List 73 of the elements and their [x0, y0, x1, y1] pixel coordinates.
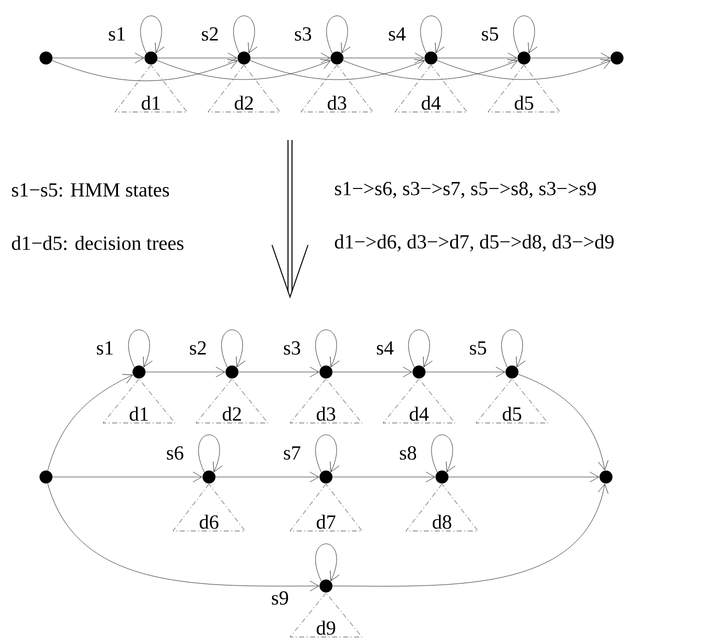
tree-label: d8 [432, 514, 452, 529]
arrow [146, 366, 226, 378]
self-loop-arrow [420, 16, 444, 54]
tree-label: d1 [142, 96, 160, 110]
state-label: s4 [376, 341, 394, 355]
self-loop-arrow [128, 330, 152, 368]
self-loop-arrow [221, 330, 246, 368]
arrow [438, 52, 518, 64]
curved-arrow [157, 59, 331, 80]
state-label: s6 [166, 446, 184, 460]
arrow [52, 52, 144, 64]
tree-label: d2 [234, 96, 253, 110]
tree-label: d3 [316, 406, 336, 421]
tree-label: d4 [422, 96, 441, 110]
arrow [216, 472, 320, 482]
curved-arrow [250, 59, 425, 80]
self-loop-arrow [513, 16, 538, 54]
tree-label: d4 [410, 406, 429, 421]
state-dot [40, 470, 52, 484]
state-label: s7 [284, 446, 300, 460]
tree-label: d5 [514, 96, 534, 110]
note-text: s1−s5: HMM states [12, 183, 169, 197]
curved-arrow [437, 59, 611, 80]
self-loop-arrow [140, 16, 164, 54]
note-text: s1−>s6, s3−>s7, s5−>s8, s3−>s9 [335, 182, 596, 198]
curved-arrow [518, 374, 608, 470]
note-text: d1−d5: decision trees [12, 236, 184, 250]
curved-arrow [332, 484, 608, 586]
arrow [530, 52, 610, 64]
state-label: s8 [400, 446, 416, 460]
state-label: s2 [202, 27, 218, 41]
state-label: s2 [190, 341, 206, 355]
state-label: s5 [470, 341, 486, 355]
tree-label: d7 [316, 514, 336, 529]
self-loop-arrow [408, 330, 432, 368]
state-label: s5 [482, 27, 498, 41]
state-label: s1 [108, 27, 125, 41]
arrow [448, 472, 600, 482]
self-loop-arrow [326, 16, 350, 54]
curved-arrow [343, 59, 518, 80]
self-loop-arrow [315, 544, 340, 582]
self-loop-arrow [198, 434, 222, 472]
self-loop-arrow [233, 16, 258, 54]
arrow [238, 366, 320, 378]
arrow [332, 472, 436, 482]
arrow [426, 366, 506, 378]
note-text: d1−>d6, d3−>d7, d5−>d8, d3−>d9 [334, 234, 614, 252]
arrow [158, 52, 238, 64]
state-label: s1 [96, 341, 113, 355]
self-loop-arrow [501, 330, 526, 368]
tree-label: d6 [200, 514, 218, 529]
arrow [52, 472, 202, 482]
curved-arrow [52, 59, 238, 82]
tree-label: d1 [130, 406, 148, 421]
state-label: s3 [294, 27, 312, 41]
tree-label: d9 [316, 620, 336, 635]
state-dot [600, 470, 612, 484]
tree-label: d5 [502, 406, 522, 421]
state-label: s9 [272, 591, 288, 605]
self-loop-arrow [431, 434, 456, 472]
state-dot [610, 52, 624, 64]
tree-label: d3 [328, 96, 346, 110]
curved-arrow [48, 483, 320, 592]
arrow [344, 52, 424, 64]
state-label: s3 [284, 341, 300, 355]
self-loop-arrow [315, 434, 340, 472]
tree-label: d2 [222, 406, 241, 421]
arrow [332, 366, 412, 378]
state-label: s4 [388, 27, 406, 41]
self-loop-arrow [315, 330, 340, 368]
curved-arrow [48, 374, 133, 471]
arrow [250, 52, 330, 64]
state-dot [40, 52, 52, 64]
